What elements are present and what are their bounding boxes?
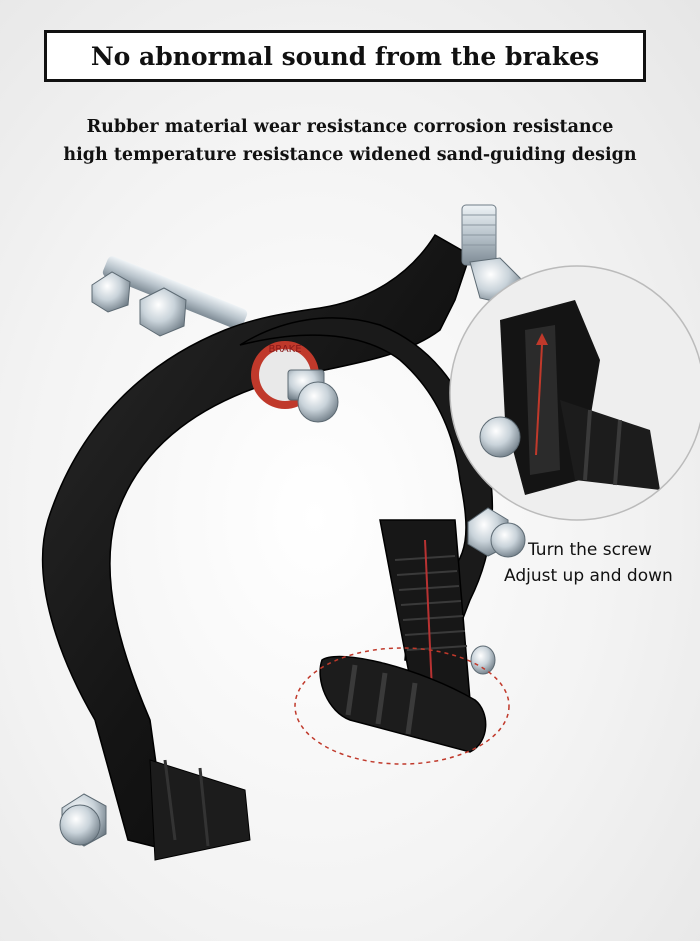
zoom-caption-line-2: Adjust up and down bbox=[504, 566, 673, 586]
small-nut-right bbox=[470, 645, 496, 675]
acorn-nut-right bbox=[467, 507, 526, 558]
headline-box: No abnormal sound from the brakes bbox=[44, 30, 646, 82]
subheadline-line-1: Rubber material wear resistance corrosio… bbox=[86, 117, 614, 137]
headline: No abnormal sound from the brakes bbox=[90, 41, 600, 71]
brake-pad-highlight-dashed bbox=[294, 647, 510, 765]
acorn-nut-center bbox=[287, 369, 339, 423]
zoom-magnifier-circle bbox=[449, 265, 700, 521]
acorn-nut-left bbox=[59, 793, 107, 847]
caliper-label: BRAKE bbox=[268, 344, 301, 355]
brake-pad-left bbox=[149, 759, 251, 861]
zoom-caption-line-1: Turn the screw bbox=[528, 540, 652, 560]
adjust-slot-arm bbox=[379, 519, 471, 706]
caliper-arm-main bbox=[41, 233, 471, 851]
subheadline-line-2: high temperature resistance widened sand… bbox=[63, 145, 637, 165]
brake-pad-icon bbox=[319, 655, 487, 753]
pivot-bolt bbox=[91, 256, 248, 337]
adjust-screw-icon bbox=[461, 204, 523, 306]
